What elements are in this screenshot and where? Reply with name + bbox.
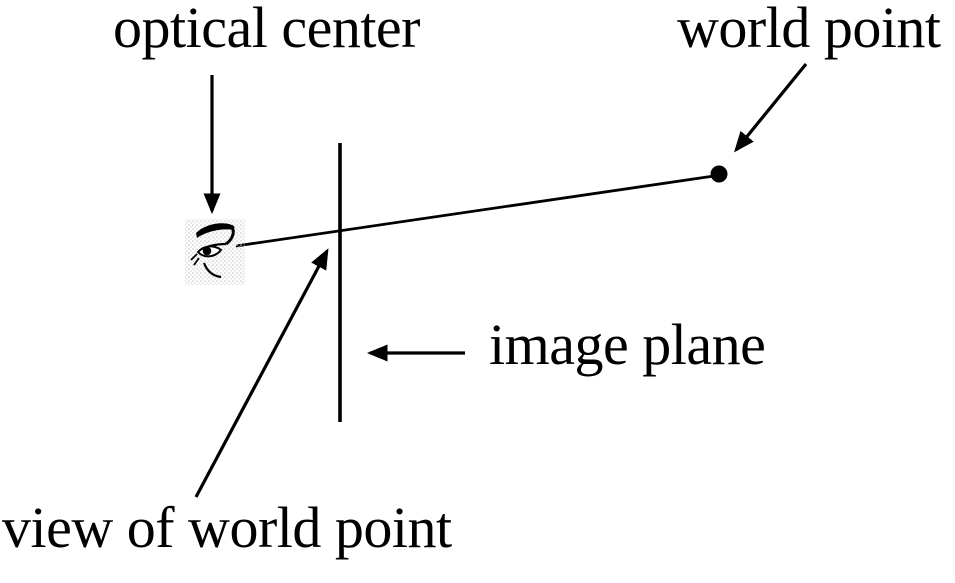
eyebrow-hook (225, 224, 235, 246)
optical-center-label: optical center (113, 0, 421, 60)
world-point-label: world point (677, 0, 941, 60)
world-point-dot (710, 165, 728, 183)
eye-pupil (202, 246, 212, 256)
sight-ray-line (235, 174, 715, 248)
view-of-world-point-label: view of world point (2, 495, 452, 560)
eye-icon (185, 219, 245, 285)
cheek-curve (202, 262, 222, 279)
eyebrow-stroke (196, 223, 235, 238)
eye-lashes (190, 253, 200, 266)
world-point-arrow (734, 62, 808, 153)
image-plane-label: image plane (489, 312, 766, 377)
view-of-world-point-arrow (194, 248, 329, 498)
